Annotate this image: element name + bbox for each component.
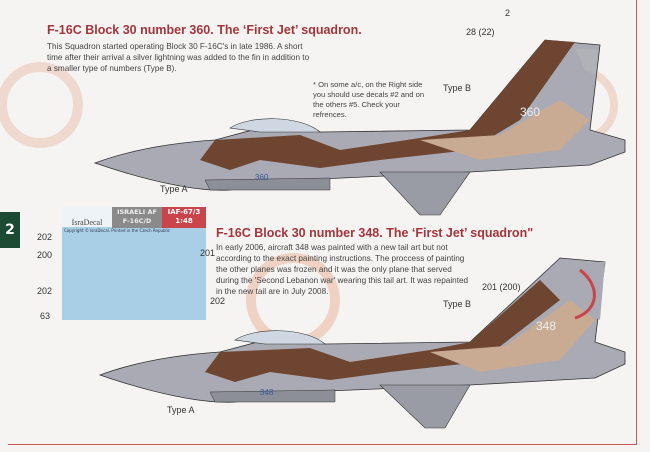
tail-number: 360	[520, 105, 541, 119]
callout-decal-201: 201 (200)	[482, 282, 521, 292]
decal-callout: 202	[37, 286, 53, 296]
decal-scale: 1:48	[175, 217, 193, 225]
callout-type-a: Type A	[167, 405, 195, 415]
section1-note: * On some a/c, on the Right side you sho…	[313, 80, 425, 119]
callout-type-b: Type B	[443, 299, 472, 309]
decal-brand-logo: IsraDecal	[62, 207, 112, 227]
decal-callout: 202	[210, 296, 226, 306]
callout-decal-28: 28 (22)	[466, 27, 495, 37]
section2-title: F-16C Block 30 number 348. The ‘First Je…	[216, 226, 534, 240]
aircraft-348-profile	[98, 257, 626, 429]
nose-number: 360	[255, 173, 269, 182]
decal-title-line1: ISRAELI AF	[117, 208, 157, 216]
callout-decal-2: 2	[505, 8, 511, 18]
aircraft-360-profile	[93, 39, 626, 216]
watermark-roundel	[0, 62, 83, 148]
nose-number: 348	[260, 388, 274, 397]
decal-callout: 202	[37, 232, 53, 242]
decal-callout: 201	[200, 248, 216, 258]
section1-description: This Squadron started operating Block 30…	[47, 42, 310, 73]
decal-title-line2: F-16C/D	[122, 217, 152, 225]
page-number-tab: 2	[0, 212, 20, 248]
decal-callout: 200	[37, 250, 53, 260]
page-border	[8, 0, 637, 445]
tail-number: 348	[536, 319, 557, 333]
section1-title: F-16C Block 30 number 360. The ‘First Je…	[47, 23, 362, 37]
callout-type-b: Type B	[443, 83, 472, 93]
callout-type-a: Type A	[160, 184, 188, 194]
decal-code: IAF-67/3	[167, 208, 201, 216]
decal-copyright: Copyright © IsraDecal. Printed in the Cz…	[64, 228, 170, 233]
decal-callout: 63	[40, 311, 51, 321]
section2-description: In early 2006, aircraft 348 was painted …	[216, 243, 469, 296]
